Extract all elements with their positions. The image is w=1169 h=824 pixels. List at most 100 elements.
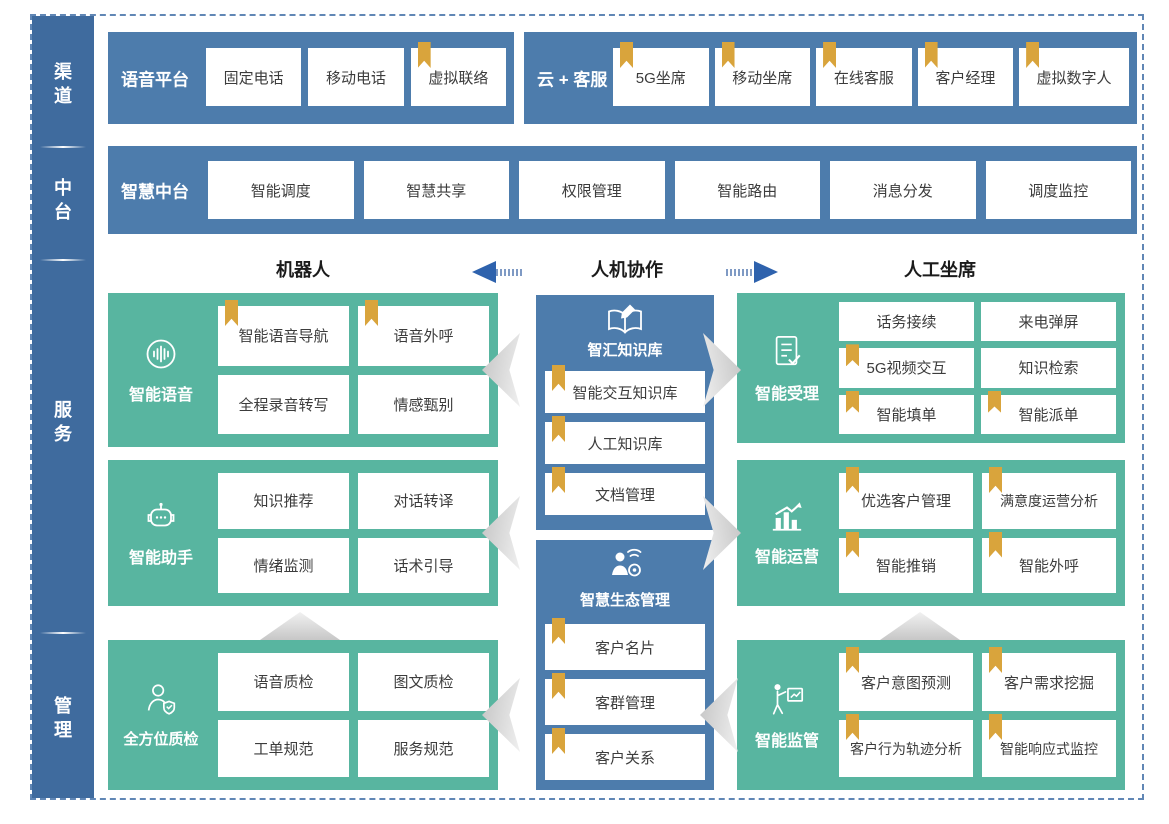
module-header: 智能运营 xyxy=(737,460,837,606)
feature-cell: 来电弹屏 xyxy=(981,302,1116,342)
arrow-right-tail xyxy=(726,268,754,276)
feature-cell: 语音质检 xyxy=(218,653,349,711)
mid-platform-title: 智慧中台 xyxy=(121,182,189,202)
module-title: 智能监管 xyxy=(754,732,819,750)
bookmark-icon xyxy=(846,714,859,740)
channel-cell: 虚拟联络 xyxy=(410,42,506,106)
diagram-dashed-border xyxy=(30,14,1144,800)
bookmark-icon xyxy=(989,714,1002,740)
cloud-service-box: 云 + 客服 5G坐席 移动坐席 在线客服 客户经理 虚拟数字人 xyxy=(524,32,1137,124)
chart-growth-icon xyxy=(768,500,806,534)
supervisor-board-icon xyxy=(768,680,806,718)
module-smart-voice: 智能语音 智能语音导航 语音外呼 全程录音转写 情感甄别 xyxy=(108,293,498,447)
bookmark-icon xyxy=(1026,42,1040,68)
knowledge-row: 文档管理 xyxy=(545,467,705,515)
layer-label-service: 服务 xyxy=(54,400,72,445)
module-title: 智能助手 xyxy=(128,549,193,567)
form-check-icon xyxy=(770,333,804,371)
layer-label-midplatform: 中台 xyxy=(54,178,72,223)
bookmark-icon xyxy=(620,42,633,68)
channel-cell: 在线客服 xyxy=(816,42,912,106)
bookmark-icon xyxy=(846,467,859,493)
module-header: 智能助手 xyxy=(108,460,214,606)
module-smart-assistant: 智能助手 知识推荐 对话转译 情绪监测 话术引导 xyxy=(108,460,498,606)
module-smart-supervision: 智能监管 客户意图预测 客户需求挖掘 客户行为轨迹分析 智能响应式监控 xyxy=(737,640,1125,790)
sidebar-divider xyxy=(40,259,86,261)
channel-cell: 客户经理 xyxy=(917,42,1014,106)
feature-cell: 工单规范 xyxy=(218,719,349,777)
bookmark-icon xyxy=(552,728,565,754)
voice-platform-title: 语音平台 xyxy=(121,70,189,90)
bookmark-icon xyxy=(924,42,938,68)
platform-cell: 智慧共享 xyxy=(363,161,509,219)
module-knowledge-base: 智汇知识库 智能交互知识库 人工知识库 文档管理 xyxy=(536,295,714,530)
platform-cell: 智能路由 xyxy=(674,161,820,219)
robot-icon xyxy=(143,499,179,535)
feature-cell: 全程录音转写 xyxy=(218,374,349,434)
module-title: 智能语音 xyxy=(128,386,193,404)
bookmark-icon xyxy=(988,390,1001,413)
header-collaboration: 人机协作 xyxy=(591,260,663,280)
sidebar-divider xyxy=(40,146,86,148)
feature-cell: 5G视频交互 xyxy=(839,344,974,388)
feature-cell: 满意度运营分析 xyxy=(982,467,1116,529)
bookmark-icon xyxy=(552,467,565,493)
feature-cell: 智能派单 xyxy=(981,390,1116,434)
feature-cell: 情感甄别 xyxy=(358,374,489,434)
knowledge-book-icon xyxy=(603,302,647,336)
module-title: 全方位质检 xyxy=(123,731,199,748)
channel-cell: 移动坐席 xyxy=(714,42,811,106)
module-ecosystem-management: 智慧生态管理 客户名片 客群管理 客户关系 xyxy=(536,540,714,790)
bookmark-icon xyxy=(417,42,431,68)
module-title: 智能运营 xyxy=(754,548,819,566)
channel-cell: 固定电话 xyxy=(206,48,302,106)
bookmark-icon xyxy=(846,390,859,413)
bookmark-icon xyxy=(225,300,238,326)
feature-cell: 知识推荐 xyxy=(218,473,349,529)
feature-cell: 优选客户管理 xyxy=(839,467,973,529)
feature-cell: 客户意图预测 xyxy=(839,647,973,711)
ecosystem-row: 客群管理 xyxy=(545,673,705,725)
bookmark-icon xyxy=(552,416,565,442)
feature-cell: 对话转译 xyxy=(358,473,489,529)
knowledge-row: 人工知识库 xyxy=(545,416,705,464)
bookmark-icon xyxy=(989,531,1002,558)
module-smart-acceptance: 智能受理 话务接续 来电弹屏 5G视频交互 知识检索 智能填单 智能派单 xyxy=(737,293,1125,443)
feature-cell: 语音外呼 xyxy=(358,300,489,366)
module-header: 智慧生态管理 xyxy=(536,546,714,610)
ecosystem-row: 客户名片 xyxy=(545,618,705,670)
module-header: 智能监管 xyxy=(737,640,837,790)
platform-cell: 消息分发 xyxy=(830,161,976,219)
module-header: 智能受理 xyxy=(737,293,837,443)
feature-cell: 情绪监测 xyxy=(218,537,349,593)
feature-cell: 话务接续 xyxy=(839,302,974,342)
channel-cell: 5G坐席 xyxy=(613,42,709,106)
feature-cell: 话术引导 xyxy=(358,537,489,593)
ecosystem-row: 客户关系 xyxy=(545,728,705,780)
feature-cell: 客户行为轨迹分析 xyxy=(839,714,973,777)
arrow-left-head xyxy=(472,261,496,283)
feature-cell: 智能语音导航 xyxy=(218,300,349,366)
channel-cell: 移动电话 xyxy=(308,48,404,106)
bookmark-icon xyxy=(552,673,565,699)
bookmark-icon xyxy=(721,42,735,68)
platform-cell: 权限管理 xyxy=(519,161,665,219)
header-human-agent: 人工坐席 xyxy=(904,260,976,280)
bookmark-icon xyxy=(552,365,565,391)
bookmark-icon xyxy=(846,531,859,558)
bookmark-icon xyxy=(989,647,1002,673)
cloud-service-title: 云 + 客服 xyxy=(537,70,608,90)
module-header: 全方位质检 xyxy=(108,640,214,790)
layer-sidebar: 渠道 中台 服务 管理 xyxy=(32,16,94,798)
feature-cell: 智能外呼 xyxy=(982,531,1116,593)
module-title: 智能受理 xyxy=(754,385,819,403)
platform-cell: 调度监控 xyxy=(985,161,1131,219)
bookmark-icon xyxy=(823,42,837,68)
bookmark-icon xyxy=(552,618,565,644)
layer-label-management: 管理 xyxy=(54,696,72,741)
channel-cell: 虚拟数字人 xyxy=(1019,42,1129,106)
voice-platform-box: 语音平台 固定电话 移动电话 虚拟联络 xyxy=(108,32,514,124)
bookmark-icon xyxy=(365,300,378,326)
bookmark-icon xyxy=(846,647,859,673)
feature-cell: 知识检索 xyxy=(981,348,1116,388)
